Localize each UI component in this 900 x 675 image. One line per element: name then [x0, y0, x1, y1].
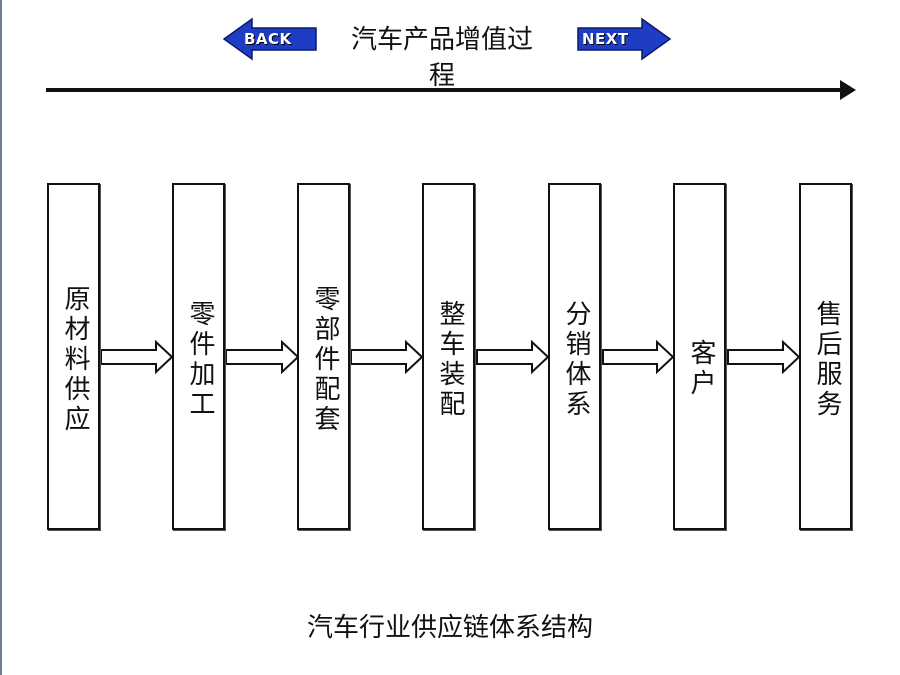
stage-label: 整车装配: [435, 300, 465, 420]
stage-label: 原材料供应: [60, 285, 90, 435]
stage-vehicle-assembly: 整车装配: [422, 183, 475, 530]
stage-raw-material-supply: 原材料供应: [47, 183, 100, 530]
connector-arrow-3: [350, 339, 424, 375]
next-button-label: NEXT: [582, 30, 629, 48]
stage-parts-processing: 零件加工: [172, 183, 225, 530]
stage-label: 客户: [686, 339, 716, 399]
connector-arrow-5: [602, 339, 675, 375]
timeline-arrowhead-icon: [840, 80, 856, 100]
back-button[interactable]: BACK: [222, 16, 318, 62]
page-title: 汽车产品增值过程: [350, 25, 533, 91]
next-arrow-icon: [577, 17, 672, 61]
connector-arrows: [100, 339, 801, 375]
stage-label: 零件加工: [185, 300, 215, 420]
stage-after-sales-service: 售后服务: [799, 183, 852, 530]
stage-label: 售后服务: [812, 300, 842, 420]
connector-arrow-1: [100, 339, 174, 375]
stage-component-matching: 零部件配套: [297, 183, 350, 530]
diagram-caption: 汽车行业供应链体系结构: [306, 613, 593, 643]
connector-arrow-4: [476, 339, 550, 375]
slide-left-edge: [0, 0, 2, 675]
next-button[interactable]: NEXT: [576, 16, 672, 62]
connector-arrow-6: [727, 339, 801, 375]
connector-arrow-2: [225, 339, 300, 375]
back-arrow-icon: [222, 17, 317, 61]
stage-distribution-system: 分销体系: [548, 183, 601, 530]
stage-customer: 客户: [673, 183, 726, 530]
stage-label: 零部件配套: [310, 285, 340, 435]
back-button-label: BACK: [244, 30, 292, 48]
stage-label: 分销体系: [561, 300, 591, 420]
